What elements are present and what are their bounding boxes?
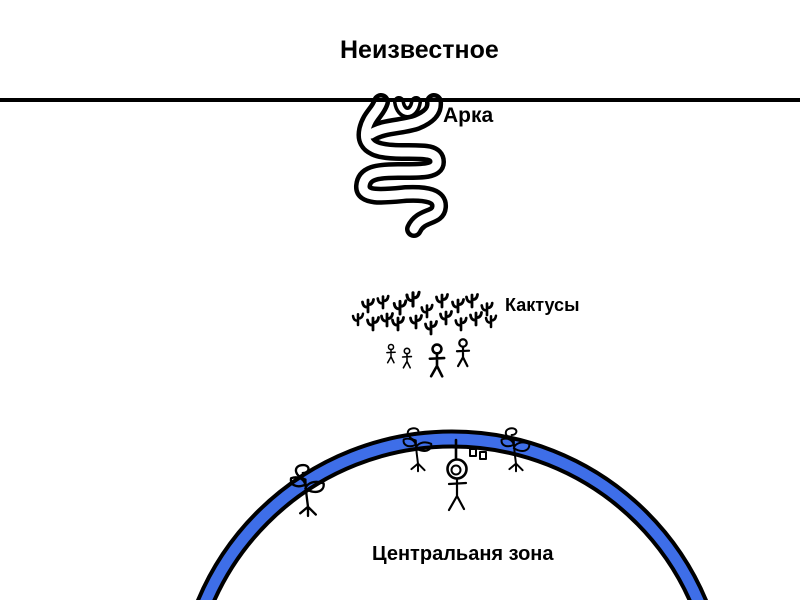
arch-channel-stroke <box>366 97 439 139</box>
cactus-icon <box>465 293 479 309</box>
person-icon <box>401 347 413 369</box>
person-head <box>403 347 411 355</box>
cactus-icon <box>409 314 423 330</box>
person-head <box>458 338 468 348</box>
person-icon <box>455 338 471 368</box>
arch-doodle <box>354 93 448 238</box>
person-body <box>455 345 471 368</box>
person-body <box>386 348 396 364</box>
cacti-cluster <box>351 290 498 336</box>
cactus-icon <box>366 316 380 332</box>
cactus-icon <box>392 299 408 316</box>
cactus-icon <box>424 320 438 336</box>
arch-channel-stroke <box>358 97 444 234</box>
arch-label: Арка <box>443 104 494 127</box>
cactus-icon <box>439 310 453 326</box>
person-head <box>431 343 443 355</box>
cactus-icon <box>391 316 405 332</box>
cactus-icon <box>451 298 465 314</box>
statue-head <box>446 458 468 480</box>
zone-plants <box>289 427 531 518</box>
statue-block <box>469 448 477 457</box>
arch-channel-stroke <box>396 99 419 115</box>
cacti-label: Кактусы <box>505 295 580 315</box>
cactus-icon <box>351 312 365 327</box>
cactus-icon <box>420 303 434 319</box>
statue-doodle <box>446 438 487 512</box>
cactus-icon <box>405 290 421 308</box>
cactus-icon <box>380 312 394 328</box>
person-body <box>401 352 413 369</box>
plant-icon <box>500 427 531 473</box>
zone-border-arc <box>196 429 708 600</box>
statue-body <box>447 477 468 512</box>
central-zone-label: Центральаня зона <box>372 543 554 565</box>
person-head <box>387 343 395 351</box>
person-icon <box>386 343 396 364</box>
cactus-icon <box>469 311 483 327</box>
plant-icon <box>289 463 325 518</box>
statue-figure <box>446 438 487 512</box>
people-figures <box>386 338 471 378</box>
zone-arc-band <box>200 433 704 600</box>
cactus-icon <box>361 298 375 314</box>
cactus-icon <box>480 301 494 317</box>
cactus-icon <box>484 314 498 329</box>
person-body <box>428 352 446 378</box>
cactus-icon <box>454 316 468 332</box>
cactus-icon <box>376 294 390 310</box>
person-icon <box>428 343 446 378</box>
cactus-icon <box>435 293 449 309</box>
page-title: Неизвестное <box>340 36 499 64</box>
plant-icon <box>402 427 433 473</box>
statue-eye <box>450 464 462 476</box>
statue-block <box>479 451 487 460</box>
